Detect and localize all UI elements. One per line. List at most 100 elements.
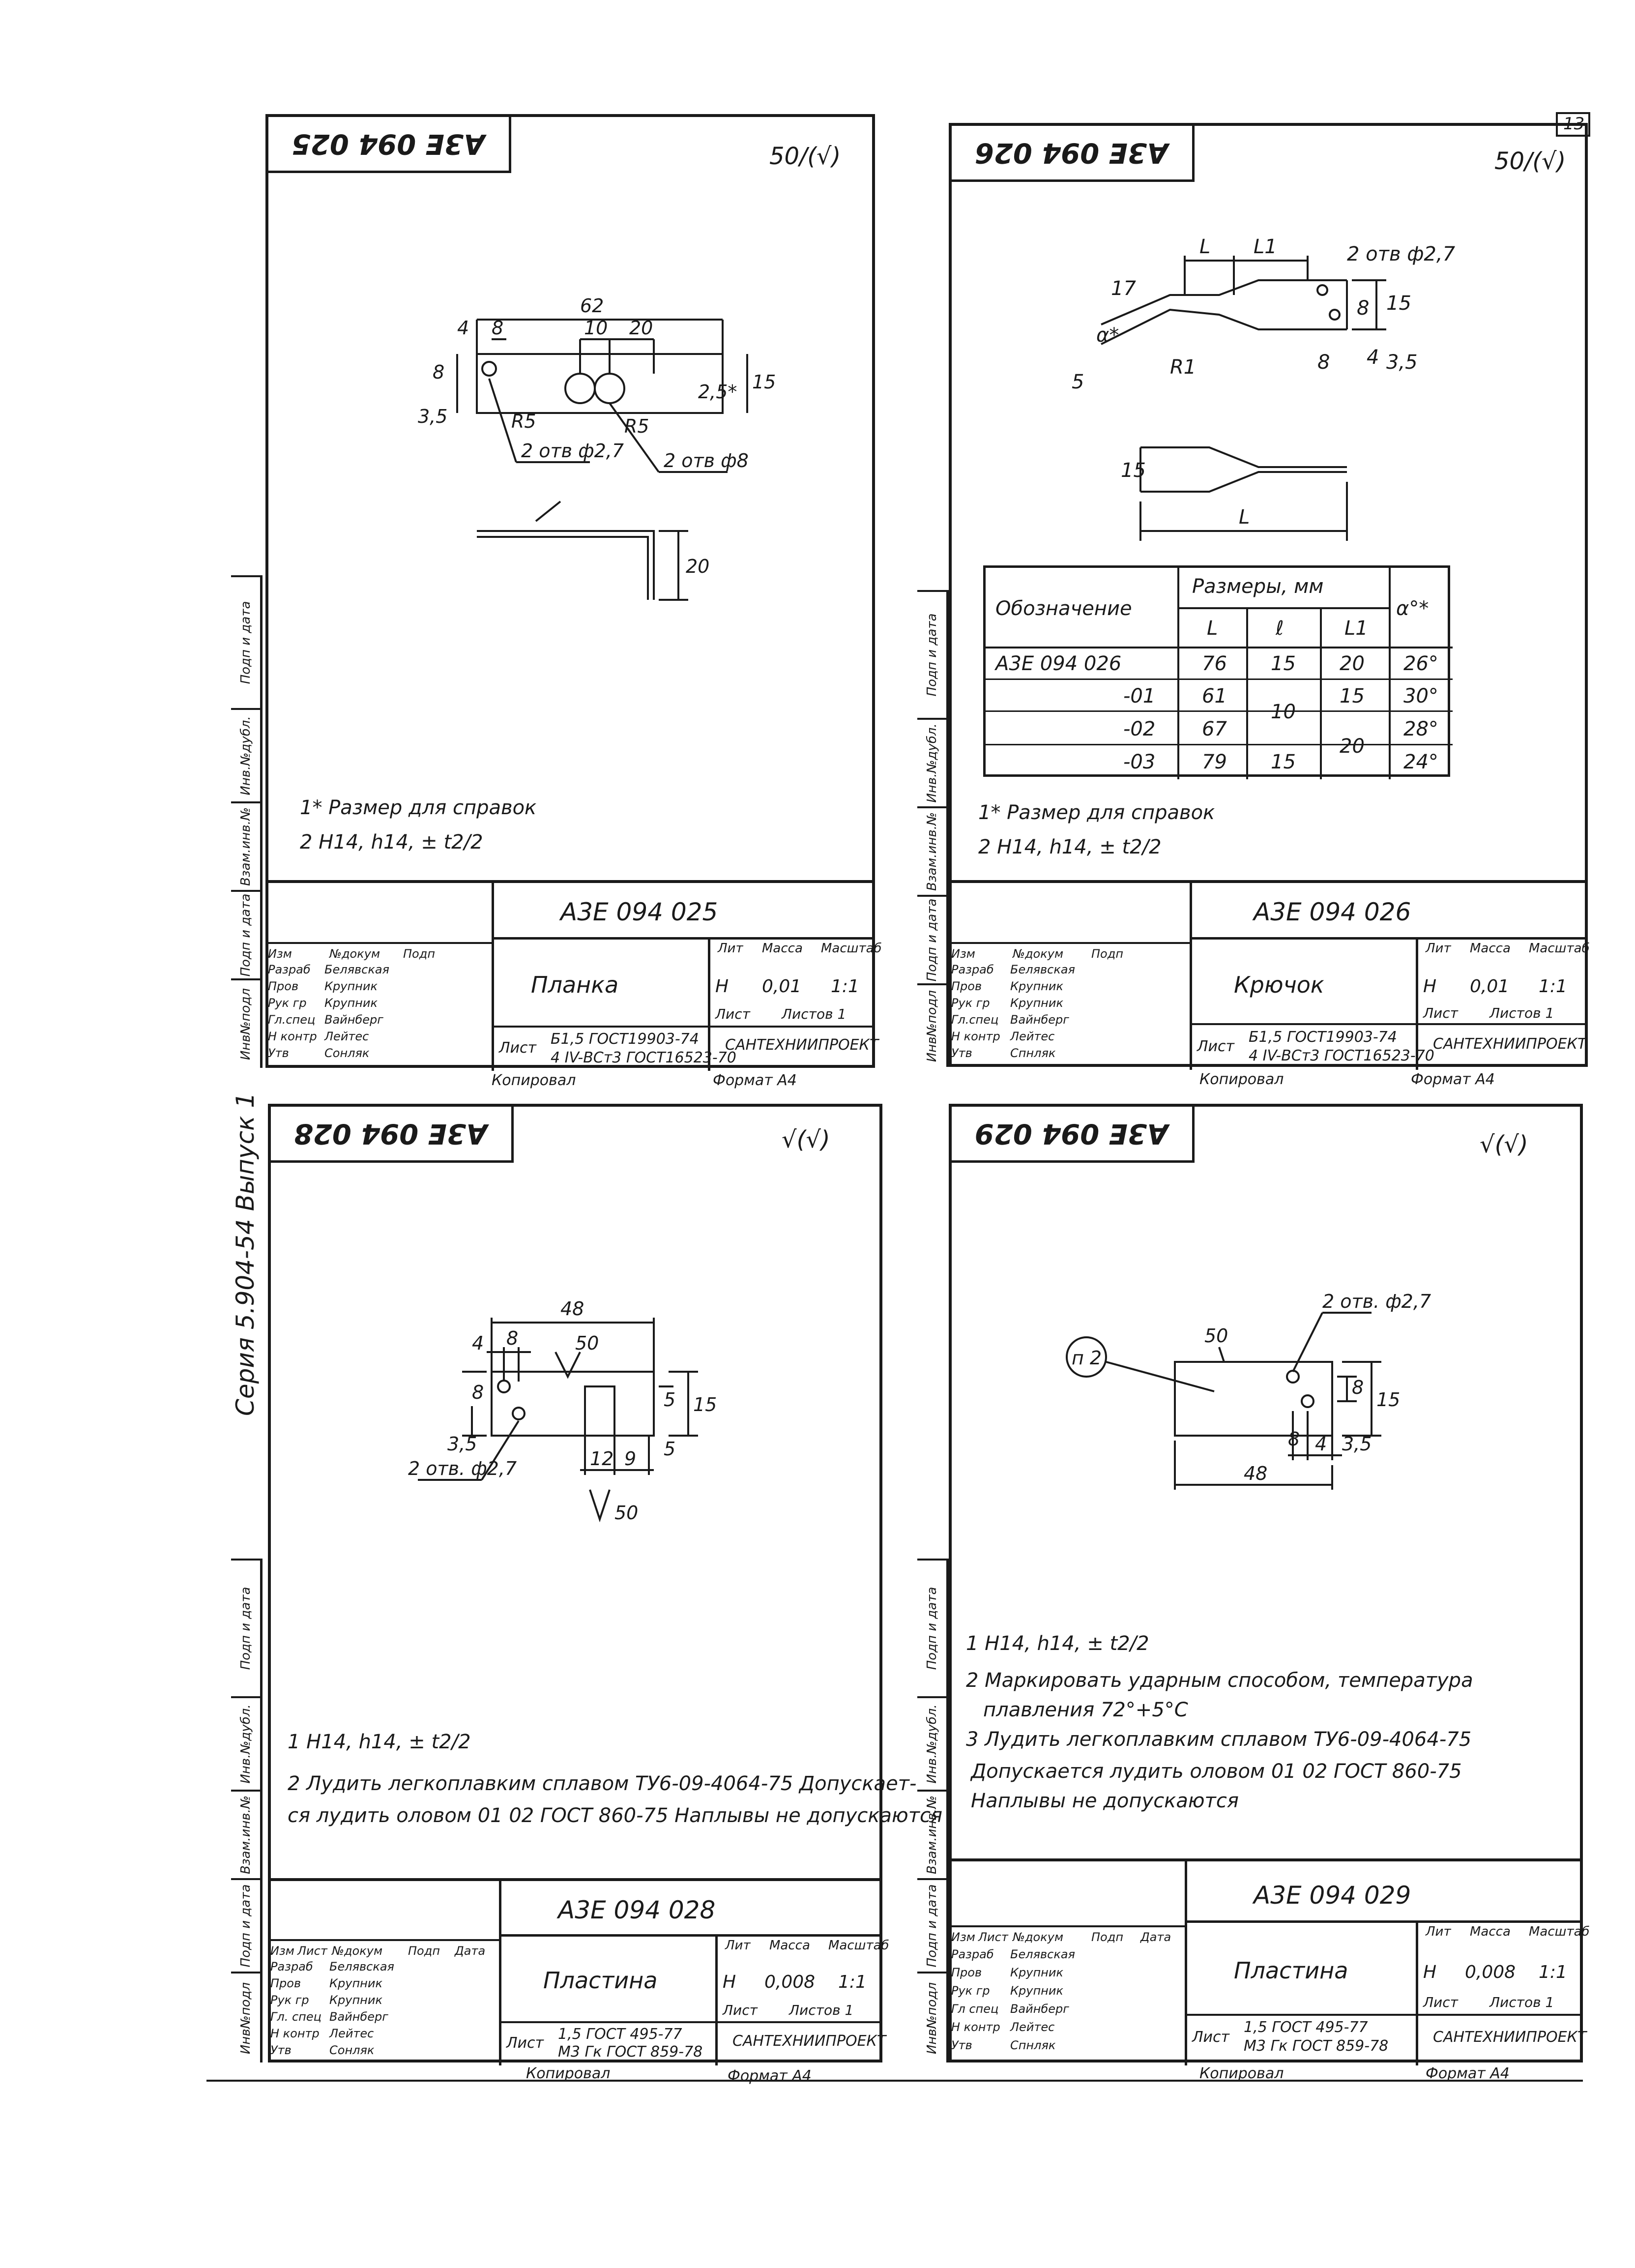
person-6: Спнляк xyxy=(1010,2038,1056,2052)
material-2: М3 Гк ГОСТ 859-78 xyxy=(1244,2037,1389,2055)
material-2: 4 IV-ВСт3 ГОСТ16523-70 xyxy=(551,1049,736,1066)
note-5: Допускается лудить оловом 01 02 ГОСТ 860… xyxy=(971,1760,1462,1783)
material-1: Б1,5 ГОСТ19903-74 xyxy=(551,1031,699,1048)
sheet-label: Лист xyxy=(1423,1005,1458,1021)
lit-value: Н xyxy=(723,1972,736,1992)
dim-3-5: 3,5 xyxy=(1342,1433,1372,1455)
role-5: Н контр xyxy=(270,2027,320,2040)
col-lit: Лит xyxy=(1426,1924,1451,1939)
role-3: Рук гр xyxy=(268,996,307,1010)
drawing-plate-028: 48 4 8 50 8 3,5 15 5 5 12 9 2 отв. ф2,7 … xyxy=(408,1298,717,1524)
role-6: Утв xyxy=(270,2043,292,2057)
col-mass: Масса xyxy=(769,1938,810,1953)
td-r2-c5: 30° xyxy=(1403,685,1438,707)
lit-value: Н xyxy=(715,976,729,997)
role-2: Пров xyxy=(951,1966,982,1979)
hdr-date: Дата xyxy=(455,1944,486,1958)
hdr-docnum: №докум xyxy=(1013,947,1064,961)
drawing-hook-026: L L1 2 отв ф2,7 17 α* R1 5 8 4 3,5 15 8 … xyxy=(1072,236,1456,541)
role-1: Разраб xyxy=(951,1947,994,1961)
sheets-count: Листов 1 xyxy=(1489,1005,1554,1021)
sidebar: Подп и дата Инв.№дубл. Взам.инв.№ Подп и… xyxy=(917,590,949,1067)
sheet-frame xyxy=(949,123,1588,1067)
hdr-izm: Изм xyxy=(951,947,975,961)
series-label: Серия 5.904-54 Выпуск 1 xyxy=(231,1092,260,1416)
note-1: 1 Н14, h14, ± t2/2 xyxy=(288,1731,471,1753)
organization: САНТЕХНИИПРОЕКТ xyxy=(732,2032,886,2050)
roughness-mark: √(√) xyxy=(1480,1131,1528,1158)
material-sheet-label: Лист xyxy=(1192,2029,1230,2046)
role-2: Пров xyxy=(951,979,982,993)
mass-value: 0,008 xyxy=(764,1972,816,1992)
material-sheet-label: Лист xyxy=(1197,1038,1235,1055)
rotated-code-box: А3Е 094 026 xyxy=(949,123,1195,182)
dim-62: 62 xyxy=(580,295,604,317)
hdr-sheet: Лист xyxy=(978,1930,1008,1944)
th-L: L xyxy=(1207,617,1218,640)
col-mass: Масса xyxy=(1470,1924,1511,1939)
dim-8: 8 xyxy=(1352,1377,1364,1398)
note-2: 2 Лудить легкоплавким сплавом ТУ6-09-406… xyxy=(288,1772,917,1795)
role-6: Утв xyxy=(951,2038,972,2052)
part-name: Крючок xyxy=(1234,972,1324,998)
person-3: Крупник xyxy=(1010,1984,1063,1998)
th-L1: L1 xyxy=(1344,617,1368,640)
dim-r1: R1 xyxy=(1170,356,1196,379)
title-block: А3Е 094 025 Планка Лит Масса Масштаб Н 0… xyxy=(265,880,882,1071)
dim-50b: 50 xyxy=(614,1502,638,1524)
role-4: Гл.спец xyxy=(951,1013,999,1027)
sidebar: Подп и дата Инв.№дубл. Взам.инв.№ Подп и… xyxy=(231,575,263,1068)
note-3: плавления 72°+5°С xyxy=(983,1699,1188,1721)
dim-L-bottom: L xyxy=(1239,506,1250,529)
col-mass: Масса xyxy=(762,941,803,956)
material-1: 1,5 ГОСТ 495-77 xyxy=(1244,2019,1368,2036)
th-l: ℓ xyxy=(1276,617,1284,640)
dim-17: 17 xyxy=(1111,277,1136,300)
dim-8b: 8 xyxy=(1317,351,1330,374)
col-lit: Лит xyxy=(718,941,743,956)
format-label: Формат А4 xyxy=(728,2067,812,2085)
sheet-frame xyxy=(265,114,875,1068)
role-1: Разраб xyxy=(270,1960,313,1973)
hdr-sign: Подп xyxy=(403,947,436,961)
td-r3-c5: 28° xyxy=(1403,718,1438,740)
note-4: 3 Лудить легкоплавким сплавом ТУ6-09-406… xyxy=(966,1728,1472,1751)
dim-15: 15 xyxy=(693,1394,717,1415)
role-3: Рук гр xyxy=(951,996,990,1010)
roughness-mark: 50/(√) xyxy=(1494,147,1566,175)
td-r2-c3: 10 xyxy=(1271,701,1296,723)
role-5: Н контр xyxy=(951,2020,1000,2034)
person-2: Крупник xyxy=(1010,979,1063,993)
copied-by: Копировал xyxy=(1199,2065,1284,2082)
role-2: Пров xyxy=(270,1976,301,1990)
hdr-date: Дата xyxy=(1140,1930,1171,1944)
th-alpha: α°* xyxy=(1396,597,1429,620)
format-label: Формат А4 xyxy=(1411,1071,1495,1088)
person-3: Крупник xyxy=(329,1993,382,2007)
hdr-izm: Изм xyxy=(268,947,292,961)
col-mass: Масса xyxy=(1470,941,1511,956)
col-lit: Лит xyxy=(725,1938,751,1953)
dim-5b: 5 xyxy=(664,1438,675,1460)
dim-8b: 8 xyxy=(472,1382,484,1403)
designation: А3Е 094 028 xyxy=(558,1896,716,1924)
designation: А3Е 094 026 xyxy=(1254,898,1411,926)
role-5: Н контр xyxy=(268,1030,317,1043)
td-r3-c1: -02 xyxy=(1123,718,1156,740)
scale-value: 1:1 xyxy=(1539,976,1567,997)
role-4: Гл. спец xyxy=(270,2010,321,2024)
dim-r5a: R5 xyxy=(511,411,536,432)
format-label: Формат А4 xyxy=(1426,2065,1510,2082)
td-r4-c5: 24° xyxy=(1403,751,1438,773)
hdr-sheet: Лист xyxy=(297,1944,327,1958)
material-1: Б1,5 ГОСТ19903-74 xyxy=(1249,1029,1397,1046)
dim-r5b: R5 xyxy=(624,415,649,437)
sheet-label: Лист xyxy=(1423,1994,1458,2010)
roughness-mark: 50/(√) xyxy=(769,143,841,170)
role-4: Гл спец xyxy=(951,2002,999,2016)
dim-5a: 5 xyxy=(664,1389,675,1411)
rotated-code-box: А3Е 094 025 xyxy=(265,114,511,173)
person-5: Лейтес xyxy=(1010,2020,1055,2034)
sheet-label: Лист xyxy=(715,1006,750,1022)
dim-4: 4 xyxy=(457,317,469,339)
